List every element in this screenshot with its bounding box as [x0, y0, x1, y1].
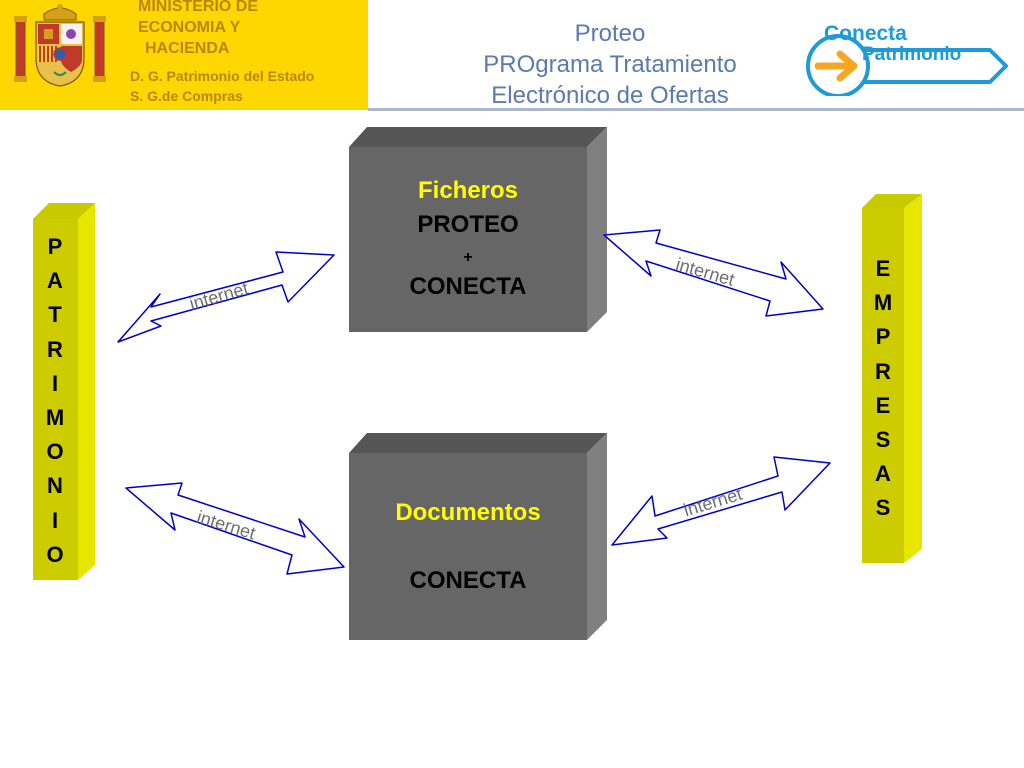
- box-documentos-conecta: Documentos CONECTA: [349, 433, 609, 641]
- right-pillar-letter: S: [875, 427, 891, 453]
- right-pillar-letter: P: [875, 324, 891, 350]
- left-pillar-letter: I: [51, 507, 59, 533]
- logo-text-1: Conecta: [824, 22, 907, 45]
- box-top-line-1: Ficheros: [417, 177, 519, 204]
- box-bottom-shape: [349, 433, 607, 640]
- ministry-line-1: MINISTERIO DE: [138, 0, 259, 15]
- department-line-1: D. G. Patrimonio del Estado: [130, 68, 315, 84]
- conecta-patrimonio-logo: Conecta Patrimonio: [806, 22, 1008, 96]
- box-bottom-line-2: CONECTA: [409, 567, 527, 594]
- right-pillar-letter: A: [875, 461, 891, 487]
- box-bottom-line-1: Documentos: [395, 499, 541, 526]
- left-pillar-letter: A: [47, 268, 63, 294]
- box-top-shape: [349, 127, 607, 332]
- page-title: Proteo PROgrama Tratamiento Electrónico …: [420, 18, 800, 111]
- left-pillar-letter: M: [45, 405, 65, 431]
- arrow-bottom-left-label: internet: [194, 506, 258, 544]
- left-pillar-letter: N: [47, 473, 63, 499]
- right-pillar-letter: R: [875, 358, 891, 384]
- ministry-line-3: HACIENDA: [145, 40, 230, 57]
- right-pillar-letter: S: [875, 495, 891, 521]
- header-rule: [368, 108, 1024, 111]
- left-pillar-shape: [33, 203, 95, 580]
- title-line-2: PROgrama Tratamiento: [483, 51, 737, 78]
- right-pillar-shape: [862, 194, 922, 563]
- logo-text-2: Patrimonio: [862, 44, 961, 65]
- ministry-line-2: ECONOMIA Y: [138, 19, 241, 36]
- left-pillar-letter: I: [51, 370, 59, 396]
- right-pillar-letter: M: [873, 290, 893, 316]
- left-pillar-letter: P: [47, 234, 63, 259]
- ministry-name: MINISTERIO DE ECONOMIA Y HACIENDA: [138, 0, 298, 59]
- right-pillar-letter: E: [875, 392, 891, 418]
- box-ficheros-proteo-conecta: Ficheros PROTEO + CONECTA: [349, 127, 609, 333]
- department-name: D. G. Patrimonio del Estado S. G.de Comp…: [130, 66, 314, 106]
- left-pillar-letter: R: [47, 336, 63, 362]
- box-top-line-2: PROTEO: [417, 211, 519, 238]
- department-line-2: S. G.de Compras: [130, 88, 243, 104]
- box-top-line-3: +: [463, 249, 473, 266]
- arrow-top-right-label: internet: [673, 254, 737, 290]
- title-line-1: Proteo: [574, 20, 646, 47]
- title-line-3: Electrónico de Ofertas: [491, 82, 729, 109]
- right-pillar-letter: E: [875, 256, 891, 281]
- arrow-top-left-label: internet: [187, 278, 251, 314]
- left-pillar-letter: O: [46, 541, 64, 567]
- coat-of-arms-icon: [14, 4, 106, 87]
- left-pillar-letter: O: [46, 439, 64, 465]
- box-top-line-4: CONECTA: [409, 273, 527, 300]
- left-pillar-letter: T: [48, 302, 62, 328]
- arrow-bottom-right-label: internet: [681, 483, 745, 521]
